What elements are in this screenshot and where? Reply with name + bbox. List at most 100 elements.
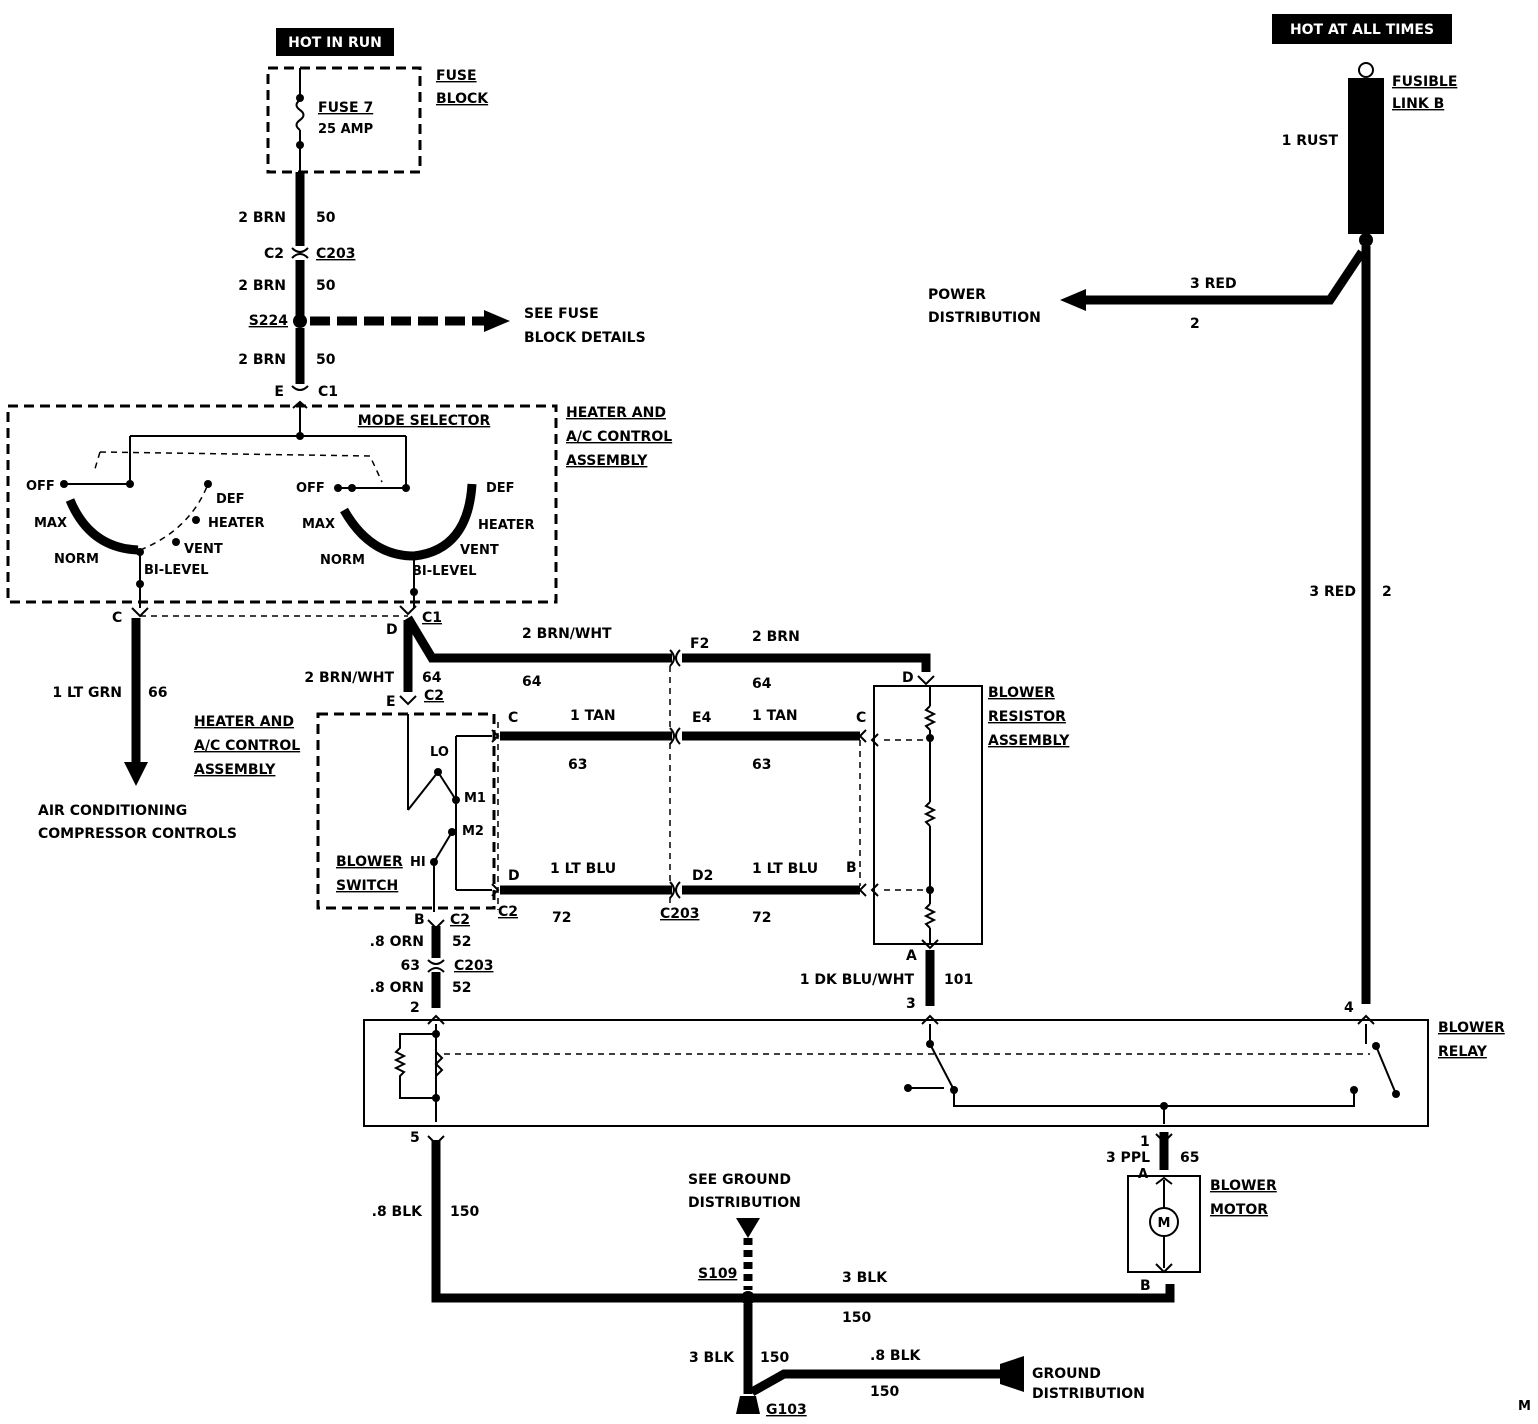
switch-position-label: DEF	[486, 481, 515, 496]
blower-switch-label: SWITCH	[336, 878, 398, 894]
pin-label: C	[112, 610, 122, 626]
wire-label: 1 LT GRN	[52, 685, 122, 701]
connector-label: C1	[318, 384, 338, 400]
wire-2brnwht-64-a	[404, 615, 672, 663]
relay-internals	[393, 1024, 1400, 1124]
pin-label: D	[386, 622, 398, 638]
reference-label: SEE GROUND	[688, 1172, 791, 1188]
switch-position-label: OFF	[296, 481, 325, 496]
fuse-7-amp: 25 AMP	[318, 122, 373, 137]
connector-c2-top	[399, 695, 417, 706]
connector-pin-b-resistor	[858, 883, 867, 897]
wire-label: 3 BLK	[842, 1270, 888, 1286]
circuit-number: 50	[316, 210, 336, 226]
wire-label: 2 BRN	[238, 210, 286, 226]
motor-connector-a	[1155, 1176, 1173, 1185]
wire-label: 3 BLK	[689, 1350, 735, 1366]
connector-label: C203	[454, 958, 494, 974]
pin-label: B	[846, 860, 857, 876]
blower-relay-label: RELAY	[1438, 1044, 1488, 1060]
wire-label: 1 TAN	[752, 708, 798, 724]
arrow-right-icon	[484, 310, 510, 332]
switch-position-label: VENT	[184, 542, 223, 557]
connector-label: C2	[264, 246, 284, 262]
pin-label: 3	[906, 996, 916, 1012]
circuit-number: 66	[148, 685, 167, 701]
circuit-number: 64	[522, 674, 542, 690]
switch-position-label: M1	[464, 791, 486, 806]
wire-label: 2 BRN/WHT	[522, 626, 612, 642]
reference-label: DISTRIBUTION	[688, 1195, 801, 1211]
connector-label: C2	[424, 688, 444, 704]
wire-3red-2-power	[1084, 249, 1366, 305]
connector-label: C2	[498, 904, 518, 920]
pin-label: E	[274, 384, 284, 400]
hot-in-run-text: HOT IN RUN	[288, 35, 382, 51]
connector-pin-c	[131, 607, 149, 618]
splice-s224	[293, 314, 307, 328]
wire-label: 1 LT BLU	[550, 861, 616, 877]
pin-label: A	[1138, 1167, 1148, 1182]
connector-pin-d	[399, 605, 417, 616]
connector-pin-4-relay	[1357, 1014, 1375, 1025]
blower-resistor-label: ASSEMBLY	[988, 733, 1070, 749]
circuit-number: 65	[1180, 1150, 1199, 1166]
motor-connector-b	[1155, 1263, 1173, 1274]
circuit-number: 150	[760, 1350, 789, 1366]
wire-label: 3 PPL	[1106, 1150, 1150, 1166]
circuit-number: 64	[422, 670, 442, 686]
connector-pin-d-resistor	[917, 675, 935, 686]
connector-label: C2	[450, 912, 470, 928]
switch-position-label: HEATER	[208, 516, 265, 531]
wire-label: 2 BRN	[238, 352, 286, 368]
hot-at-all-times-text: HOT AT ALL TIMES	[1290, 22, 1434, 38]
assembly-label: HEATER AND	[194, 714, 294, 730]
connector-label: C203	[316, 246, 356, 262]
connector-pin-d-switch	[491, 883, 500, 897]
switch-position-label: DEF	[216, 492, 245, 507]
switch-position-label: MAX	[34, 516, 67, 531]
circuit-number: 64	[752, 676, 772, 692]
switch-position-label: M2	[462, 824, 484, 839]
blower-resistor-label: RESISTOR	[988, 709, 1066, 725]
circuit-number: 52	[452, 934, 471, 950]
arrow-left-icon	[1060, 289, 1086, 311]
connector-e4	[669, 727, 681, 745]
wire-label: 1 DK BLU/WHT	[800, 972, 915, 988]
pin-label: C	[856, 710, 866, 726]
connector-pin-1-motor	[1155, 1133, 1173, 1144]
reference-label: POWER	[928, 287, 986, 303]
reference-label: DISTRIBUTION	[1032, 1386, 1145, 1402]
pin-label: B	[1140, 1278, 1151, 1294]
pin-label: 2	[410, 1000, 420, 1016]
pin-label: 63	[401, 958, 420, 974]
pin-label: C	[508, 710, 518, 726]
circuit-number: 50	[316, 278, 336, 294]
circuit-number: 72	[552, 910, 571, 926]
connector-pin-c-resistor	[858, 729, 867, 743]
reference-label: COMPRESSOR CONTROLS	[38, 826, 237, 842]
wire-label: 2 BRN	[752, 629, 800, 645]
blower-relay-box	[363, 1019, 1429, 1127]
pin-label: A	[906, 948, 917, 964]
pin-label: 4	[1344, 1000, 1354, 1016]
pin-label: D2	[692, 868, 713, 884]
connector-pin-a-resistor	[921, 939, 939, 950]
switch-position-label: MAX	[302, 517, 335, 532]
blower-relay-label: BLOWER	[1438, 1020, 1505, 1036]
connector-c203-lower	[427, 959, 445, 973]
pin-label: B	[414, 912, 425, 928]
splice-label: S224	[249, 313, 289, 329]
connector-c203-upper	[291, 247, 309, 259]
pin-label: E4	[692, 710, 712, 726]
switch-position-label: NORM	[54, 552, 99, 567]
fuse-block-label-2: BLOCK	[436, 91, 489, 107]
reference-label: DISTRIBUTION	[928, 310, 1041, 326]
connector-f2	[669, 649, 681, 667]
pin-label: 1	[1140, 1134, 1150, 1150]
fusible-link-label: FUSIBLE	[1392, 74, 1457, 90]
mode-selector-label: MODE SELECTOR	[358, 413, 491, 429]
pin-label: 5	[410, 1130, 420, 1146]
arrow-down-icon	[124, 762, 148, 786]
